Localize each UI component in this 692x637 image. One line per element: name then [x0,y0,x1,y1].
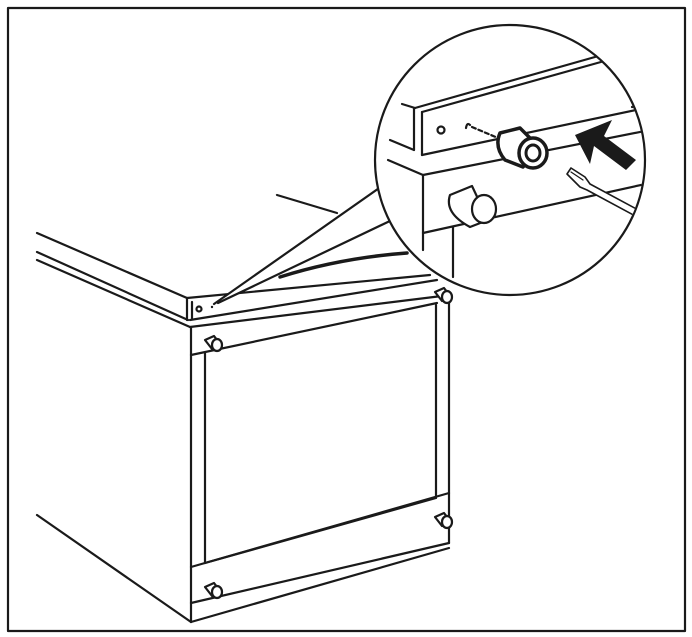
frame-top [188,293,452,329]
strip-bottom [188,278,439,322]
cabinet [35,193,454,624]
callout-line-upper [212,184,384,306]
panel-bottom [203,496,438,565]
callout-line-lower [216,218,394,305]
peg-top-left [203,334,224,353]
strip-hole-small [210,305,214,309]
detail-hole-target [464,122,472,130]
detail-view [386,53,644,279]
peg-bottom-left [203,581,224,600]
cabinet-side-edge-2 [35,258,192,329]
background-edge [275,193,339,215]
peg-top-right [433,286,454,305]
alignment-dashed-line [470,125,500,140]
peg-bottom-right [433,511,454,530]
cabinet-left-bottom [35,513,193,624]
cabinet-side-edge [35,250,190,322]
callout [212,23,647,306]
spacer-icon [496,126,549,170]
arrow-icon [575,120,636,170]
top-rail-bottom [189,301,439,357]
bottom-rail-lower [189,541,451,605]
screwdriver-icon [566,167,644,226]
cabinet-top-edge [35,231,189,300]
gasket [278,251,409,279]
cabinet-bottom-edge [189,546,451,624]
peg-detail [447,184,498,229]
strip-hole [195,305,203,313]
frame-border [6,6,687,633]
detail-hole [436,125,446,135]
